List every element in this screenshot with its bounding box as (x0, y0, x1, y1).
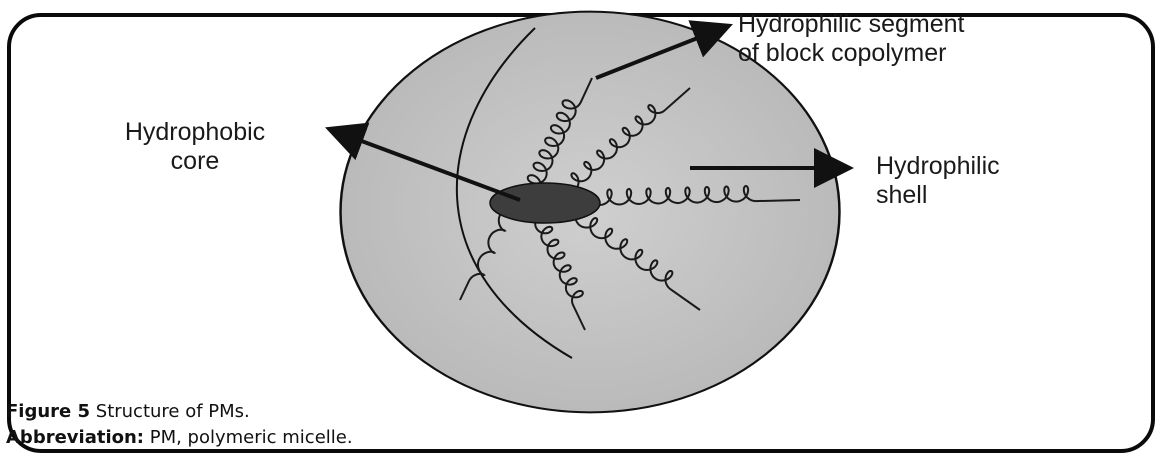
label-hydrophilic-segment: Hydrophilic segment of block copolymer (738, 10, 965, 68)
label-shell-line1: Hydrophilic (876, 152, 1000, 181)
abbreviation-text: PM, polymeric micelle. (144, 427, 353, 448)
label-core-line2: core (86, 147, 304, 176)
label-segment-line2: of block copolymer (738, 39, 965, 68)
abbreviation-note: Abbreviation: PM, polymeric micelle. (6, 427, 353, 448)
abbreviation-label: Abbreviation: (6, 427, 144, 448)
label-shell-line2: shell (876, 181, 1000, 210)
figure-title: Structure of PMs. (90, 401, 250, 422)
figure-number: Figure 5 (6, 401, 90, 422)
figure-caption: Figure 5 Structure of PMs. (6, 401, 250, 422)
label-hydrophobic-core: Hydrophobic core (86, 118, 304, 176)
label-segment-line1: Hydrophilic segment (738, 10, 965, 39)
label-hydrophilic-shell: Hydrophilic shell (876, 152, 1000, 210)
hydrophobic-core (490, 183, 600, 223)
label-core-line1: Hydrophobic (86, 118, 304, 147)
